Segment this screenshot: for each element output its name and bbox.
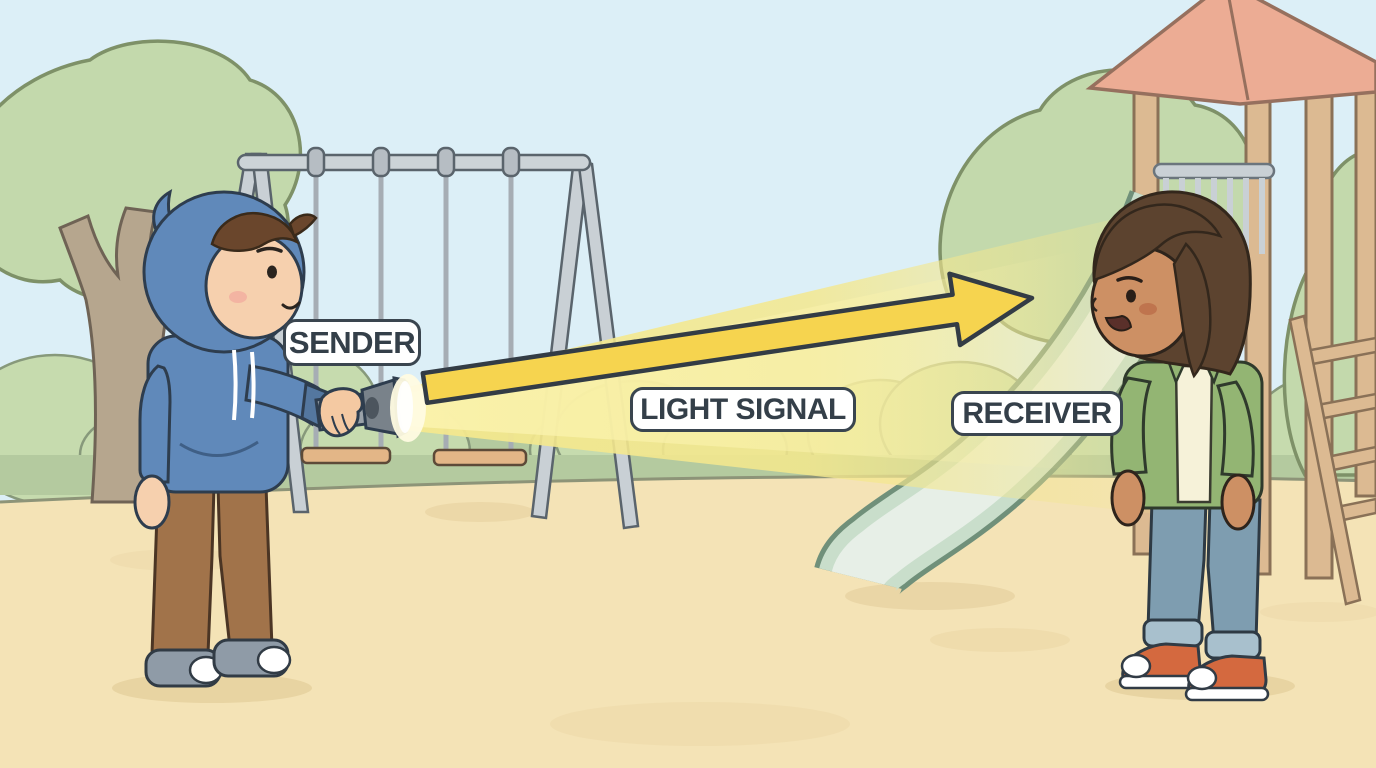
receiver-person [1090,190,1295,702]
light-signal-label: LIGHT SIGNAL [630,387,856,432]
sender-person [112,189,412,703]
swing-seat [300,446,392,465]
sender-label: SENDER [283,319,421,366]
receiver-hand [1110,469,1146,527]
sender-hand [133,474,171,530]
receiver-label: RECEIVER [951,391,1123,436]
receiver-hair-fringe [1092,203,1223,282]
sender-hair [210,212,300,252]
tower-roof [1085,0,1376,106]
sender-grip-hand [317,387,364,438]
receiver-hand [1220,473,1256,531]
ground [0,474,1376,768]
sneaker [1184,654,1270,702]
sneaker [1118,642,1204,690]
signal-arrow-icon [420,271,1035,406]
ladder [1288,314,1376,606]
swing-seat [432,448,528,467]
